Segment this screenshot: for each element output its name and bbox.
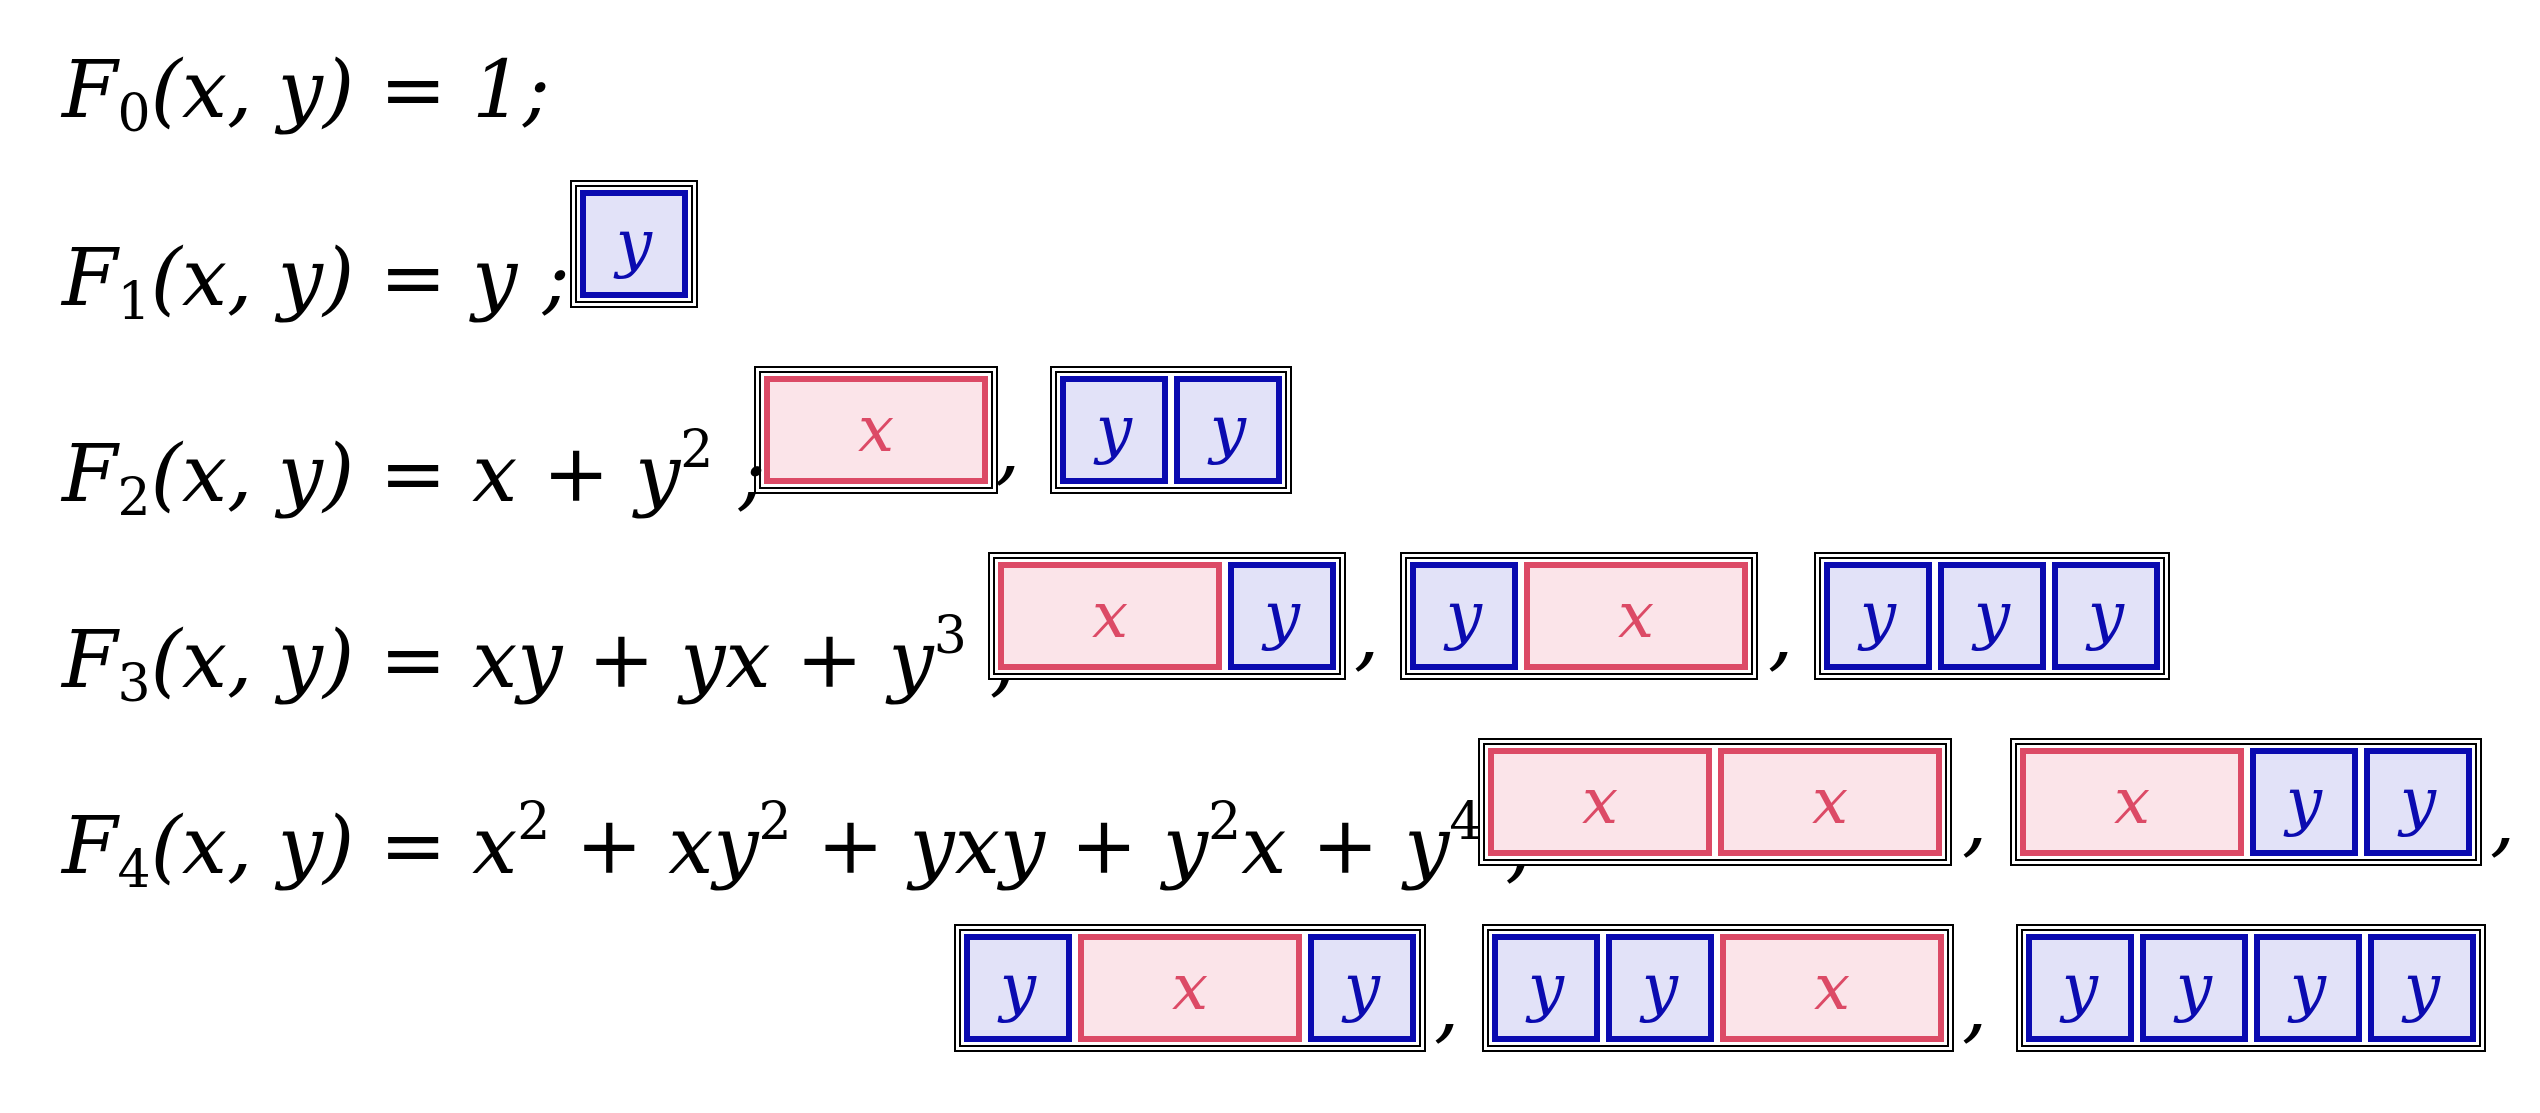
exponent: 2 <box>517 792 551 852</box>
tile-x: x <box>1720 934 1944 1042</box>
function-name: F <box>62 231 118 324</box>
equation-body: (x, y) = x <box>150 799 518 892</box>
tiling-inner-frame <box>1055 371 1287 489</box>
subscript: 2 <box>117 468 151 528</box>
tiling-frame <box>1400 552 1758 680</box>
equation-f4: F4(x, y) = x2 + xy2 + yxy + y2x + y4 ; <box>62 796 1535 896</box>
tiling-frame <box>2016 924 2486 1052</box>
tile-y: y <box>1938 562 2046 670</box>
separator-comma: , <box>1354 587 1380 680</box>
tiling-inner-frame <box>1819 557 2165 675</box>
tiling-inner-frame <box>575 185 693 303</box>
separator-comma: , <box>1434 959 1460 1052</box>
tiling-frame <box>1482 924 1954 1052</box>
separator-comma: , <box>1768 587 1794 680</box>
tiling-inner-frame <box>1487 929 1949 1047</box>
equation-tail: ; <box>713 427 766 520</box>
subscript: 1 <box>117 272 151 332</box>
separator-comma: , <box>1962 959 1988 1052</box>
tile-y: y <box>1492 934 1600 1042</box>
subscript: 3 <box>117 654 151 714</box>
tile-y: y <box>2052 562 2160 670</box>
tiling-inner-frame <box>1405 557 1753 675</box>
separator-comma: , <box>995 401 1021 494</box>
exponent: 2 <box>758 792 792 852</box>
equation-body: (x, y) = y ; <box>150 231 570 324</box>
tile-x: x <box>1488 748 1712 856</box>
function-name: F <box>62 613 118 706</box>
tiling-frame <box>988 552 1346 680</box>
separator-comma: , <box>1962 773 1988 866</box>
tiling-frame <box>570 180 698 308</box>
tiling-frame <box>954 924 1426 1052</box>
tile-y: y <box>1410 562 1518 670</box>
tiling: y <box>570 180 698 308</box>
tile-x: x <box>1718 748 1942 856</box>
tiling-inner-frame <box>2015 743 2477 861</box>
tile-y: y <box>2368 934 2476 1042</box>
tiling-inner-frame <box>759 371 993 489</box>
tile-y: y <box>2254 934 2362 1042</box>
tiling-inner-frame <box>2021 929 2481 1047</box>
tiling-frame <box>1050 366 1292 494</box>
subscript: 4 <box>117 840 151 900</box>
equation-f1: F1(x, y) = y ; <box>62 238 570 329</box>
tiling-inner-frame <box>993 557 1341 675</box>
function-name: F <box>62 799 118 892</box>
tile-y: y <box>2250 748 2358 856</box>
tiling-frame <box>1478 738 1952 866</box>
equation-f2: F2(x, y) = x + y2 ; <box>62 424 766 524</box>
tiling-inner-frame <box>1483 743 1947 861</box>
tiling: x <box>754 366 998 494</box>
equation-body: + yxy + y <box>791 799 1209 892</box>
tiling-frame <box>1814 552 2170 680</box>
tiling-frame <box>754 366 998 494</box>
tile-y: y <box>580 190 688 298</box>
tile-x: x <box>998 562 1222 670</box>
tile-x: x <box>1078 934 1302 1042</box>
tiling-inner-frame <box>959 929 1421 1047</box>
exponent: 2 <box>680 420 714 480</box>
tile-y: y <box>1308 934 1416 1042</box>
tile-y: y <box>1606 934 1714 1042</box>
equation-body: x + y <box>1241 799 1450 892</box>
tile-y: y <box>2140 934 2248 1042</box>
tile-y: y <box>964 934 1072 1042</box>
separator-comma: , <box>2490 773 2516 866</box>
equation-body: (x, y) = 1; <box>150 43 550 136</box>
tile-y: y <box>2364 748 2472 856</box>
tile-x: x <box>2020 748 2244 856</box>
exponent: 2 <box>1208 792 1242 852</box>
tile-y: y <box>1228 562 1336 670</box>
function-name: F <box>62 43 118 136</box>
equation-f0: F0(x, y) = 1; <box>62 50 550 141</box>
exponent: 3 <box>933 606 967 666</box>
function-name: F <box>62 427 118 520</box>
tile-y: y <box>1174 376 1282 484</box>
equation-body: (x, y) = xy + yx + y <box>150 613 934 706</box>
subscript: 0 <box>117 84 151 144</box>
equation-f3: F3(x, y) = xy + yx + y3 ; <box>62 610 1019 710</box>
exponent: 4 <box>1449 792 1483 852</box>
tile-x: x <box>764 376 988 484</box>
tile-y: y <box>1824 562 1932 670</box>
tiling-frame <box>2010 738 2482 866</box>
equation-body: (x, y) = x + y <box>150 427 681 520</box>
tile-y: y <box>2026 934 2134 1042</box>
tile-x: x <box>1524 562 1748 670</box>
equation-body: + xy <box>550 799 759 892</box>
tile-y: y <box>1060 376 1168 484</box>
